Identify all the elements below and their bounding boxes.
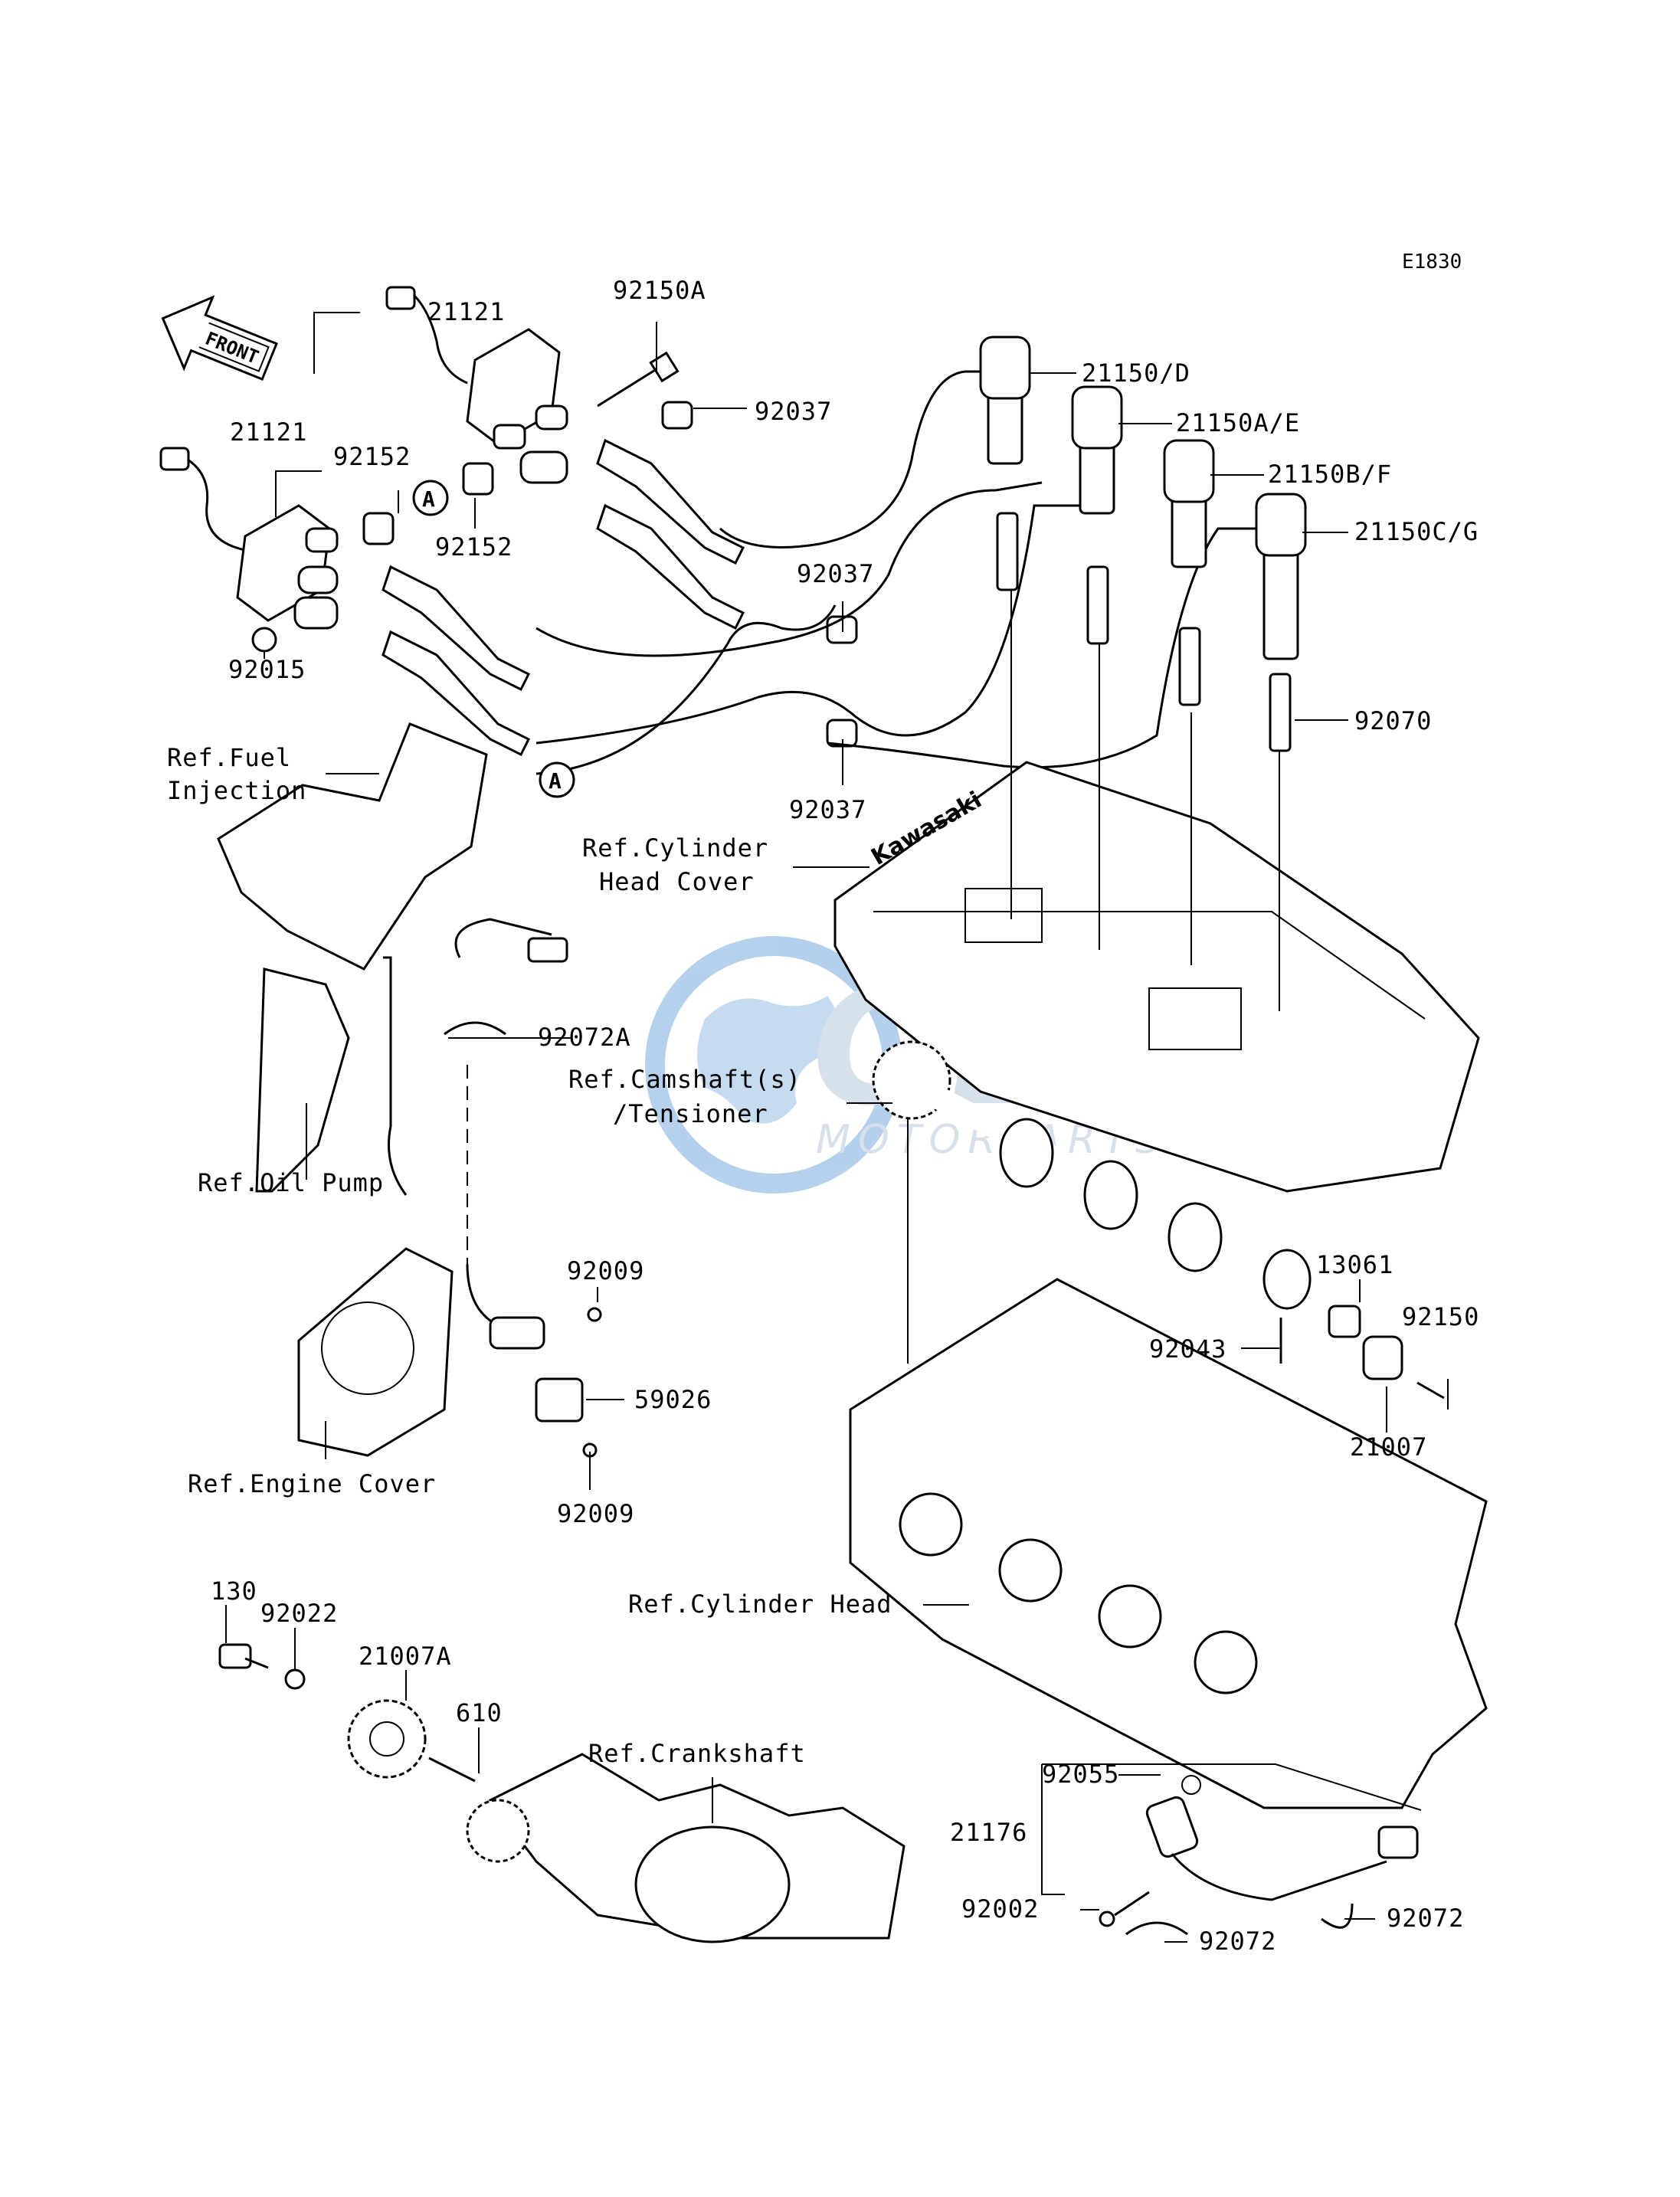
label-92037-low: 92037 [789,795,866,824]
engine-cover [297,1247,454,1457]
callout-a-lower: A [539,761,575,798]
label-21150b-f: 21150B/F [1268,460,1392,489]
ref-crankshaft: Ref.Crankshaft [588,1739,806,1768]
label-92043: 92043 [1149,1334,1226,1364]
bolt-92150a [597,351,680,408]
oil-pump-plate [255,968,350,1193]
label-92037-top: 92037 [755,397,832,426]
ref-cylinder-head: Ref.Cylinder Head [628,1590,892,1619]
ref-fuel-injection-line1: Ref.Fuel [167,743,291,772]
nut-92015 [251,627,277,653]
fuel-injection-bracket [217,722,488,971]
ref-cylinder-head-cover-line2: Head Cover [599,867,755,896]
bolt-92150 [1416,1381,1445,1400]
label-92072-right: 92072 [1387,1904,1464,1933]
label-21121-upper: 21121 [427,297,505,326]
label-92002: 92002 [961,1894,1039,1924]
collar-92152-a [362,512,395,545]
ref-camshaft-line2: /Tensioner [613,1099,768,1128]
label-21007a: 21007A [359,1642,452,1671]
label-92055: 92055 [1042,1760,1119,1789]
cylinder-head [849,1278,1488,1809]
callout-a-upper-label: A [422,486,435,512]
crankshaft [466,1753,905,1943]
clamp-92072-right [1321,1903,1354,1929]
label-92150: 92150 [1402,1302,1479,1331]
sensor-21176 [1099,1775,1419,1927]
callout-a-lower-label: A [549,768,562,794]
label-92009-top: 92009 [567,1256,644,1285]
label-21150c-g: 21150C/G [1354,517,1479,546]
sensor-hose-92072a [454,918,552,958]
collar-92152-b [462,462,494,496]
ref-oil-pump: Ref.Oil Pump [198,1168,384,1197]
cylinder-head-cover: Kawasaki [833,761,1480,1193]
label-21150a-e: 21150A/E [1176,408,1300,437]
label-13061: 13061 [1316,1250,1393,1279]
label-92152-b: 92152 [435,532,513,562]
label-92072a: 92072A [538,1023,631,1052]
coil-plug-caps [382,438,745,757]
label-92070: 92070 [1354,706,1432,735]
label-92072-left: 92072 [1199,1927,1276,1956]
label-59026: 59026 [634,1385,712,1414]
oil-pump-hose [383,956,408,1196]
label-21176: 21176 [950,1818,1027,1847]
plunger-13061 [1328,1305,1361,1338]
label-92022: 92022 [260,1599,338,1628]
ref-camshaft-line1: Ref.Camshaft(s) [568,1065,801,1094]
sensor-59026 [466,1263,602,1458]
plug-caps-21150 [979,336,1307,660]
label-130: 130 [211,1577,257,1606]
label-92015: 92015 [228,655,306,684]
label-21007: 21007 [1350,1432,1427,1462]
ref-fuel-injection-line2: Injection [167,776,306,805]
diagram-code: E1830 [1402,250,1462,273]
clamp-92037-top [661,401,693,430]
ignition-coil-lower [159,447,339,630]
ref-cylinder-head-cover-line1: Ref.Cylinder [582,833,768,863]
leader-lines [225,312,1449,1943]
label-21121-lower: 21121 [230,417,307,447]
label-92037-mid: 92037 [797,559,874,588]
label-610: 610 [456,1698,503,1727]
callout-a-upper: A [412,480,449,516]
label-92009-bottom: 92009 [557,1499,634,1528]
label-92152-a: 92152 [333,442,411,471]
front-arrow-icon: FRONT [161,295,278,381]
ref-engine-cover: Ref.Engine Cover [188,1469,436,1498]
clamp-92072a [444,1021,506,1036]
label-21150-d: 21150/D [1082,359,1190,388]
plug-leads [535,370,1264,775]
label-92150a: 92150A [613,276,706,305]
rotor-21007 [1362,1335,1403,1380]
camshaft [872,1040,1312,1310]
spark-plugs-92070 [996,512,1292,752]
clamp-92072-left [1125,1921,1188,1936]
ignition-coil-upper [385,286,568,484]
